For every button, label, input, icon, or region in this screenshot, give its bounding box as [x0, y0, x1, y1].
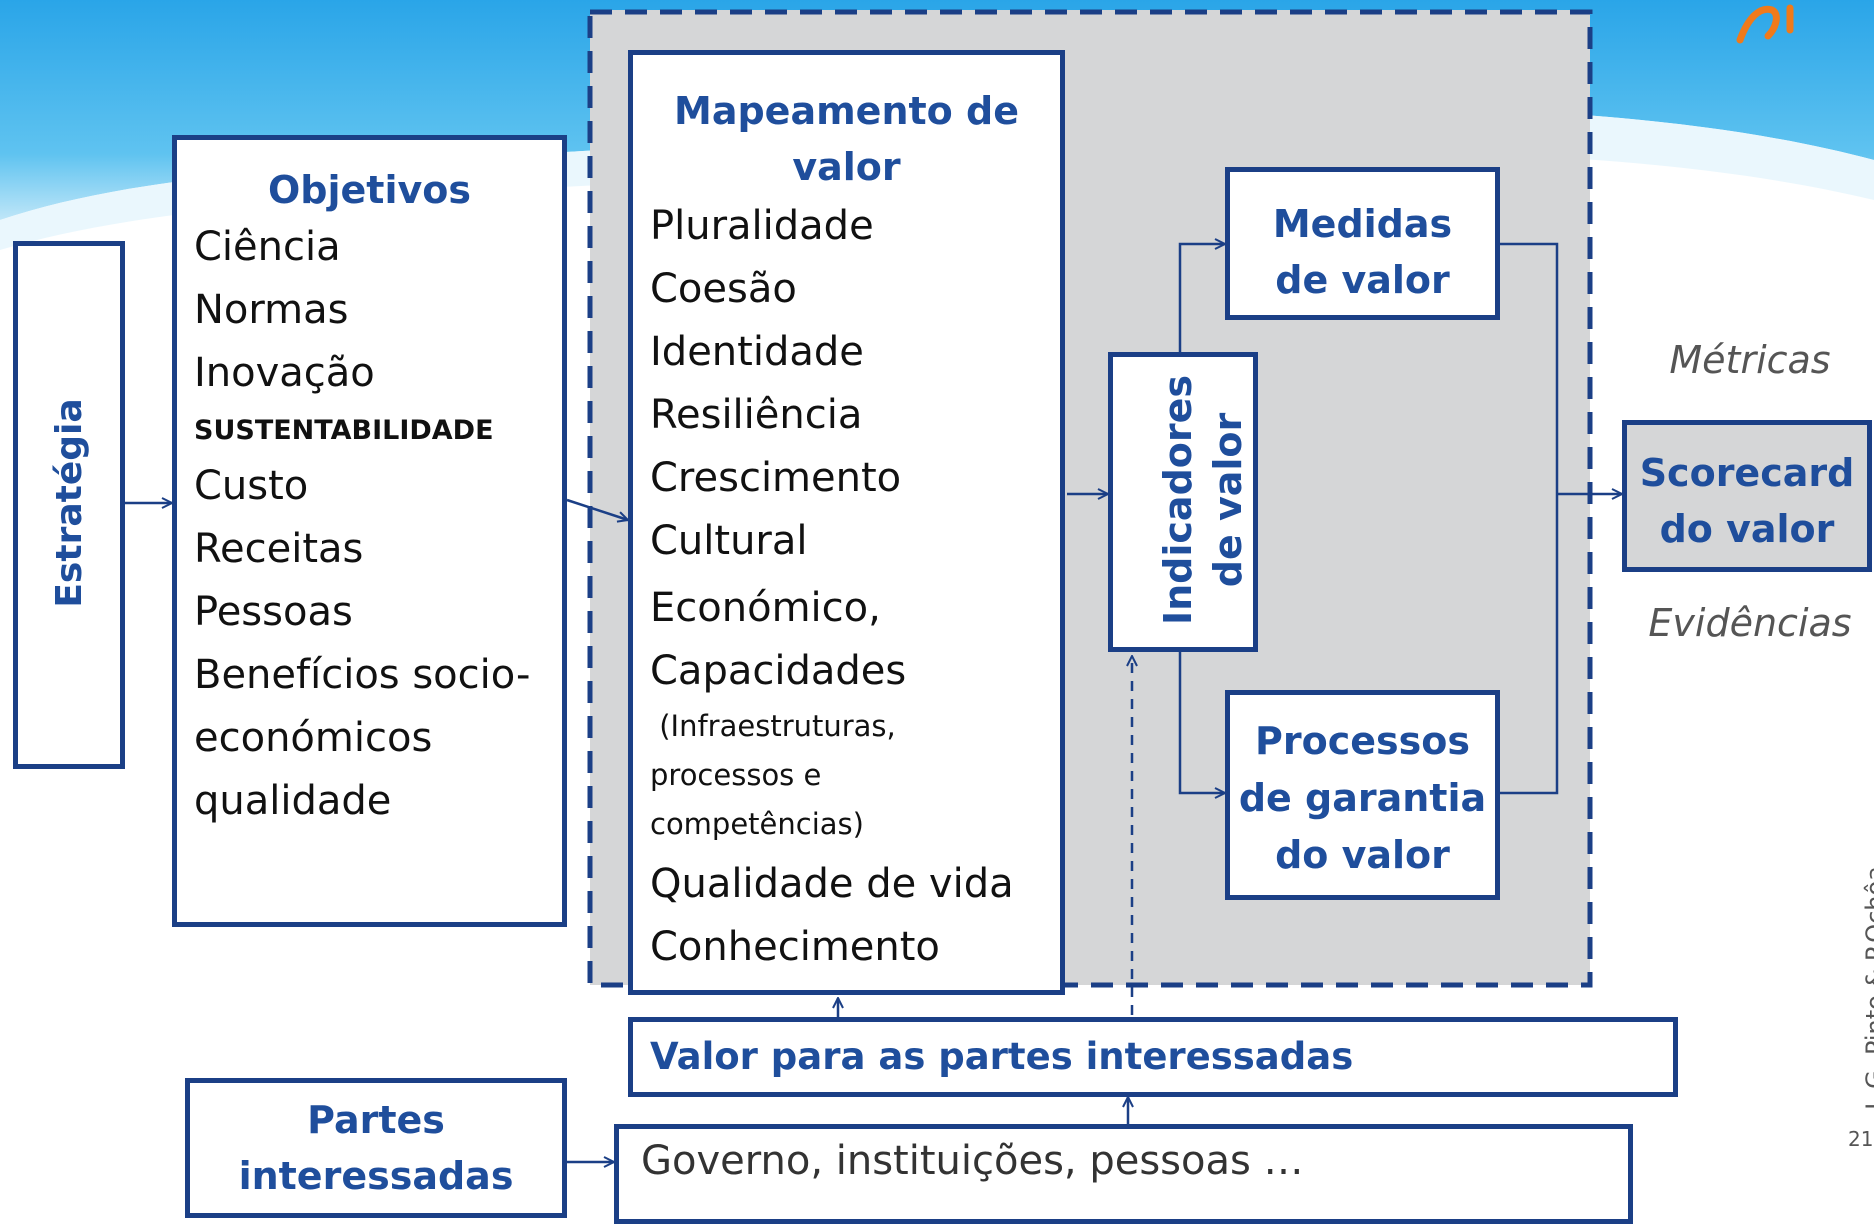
objective-item: económicos	[194, 715, 433, 761]
value-measures-label: de valor	[1275, 258, 1450, 302]
value-mapping-subitem: processos e	[650, 758, 822, 792]
objectives-title: Objetivos	[268, 168, 471, 212]
scorecard-label: Scorecard	[1639, 451, 1855, 495]
objective-item: Custo	[194, 463, 309, 509]
value-mapping-item: Identidade	[650, 329, 864, 375]
indicators-label: de valor	[1206, 412, 1250, 588]
value-mapping-item: Qualidade de vida	[650, 861, 1014, 907]
objective-item: SUSTENTABILIDADE	[194, 415, 494, 446]
value-mapping-item: Cultural	[650, 518, 808, 564]
metrics-label: Métricas	[1669, 338, 1831, 382]
scorecard-box: Scorecard do valor	[1622, 420, 1872, 572]
stakeholders-label: interessadas	[238, 1154, 514, 1198]
value-mapping-subitem: (Infraestruturas,	[650, 709, 896, 743]
objectives-box: Objetivos Ciência Normas Inovação SUSTEN…	[172, 135, 567, 927]
value-mapping-subitem: competências)	[650, 807, 864, 841]
page-number: 21	[1848, 1127, 1874, 1151]
scorecard-label: do valor	[1659, 507, 1835, 551]
objective-item: Inovação	[194, 350, 375, 396]
stakeholder-value-label: Valor para as partes interessadas	[650, 1035, 1354, 1078]
value-mapping-item: Crescimento	[650, 455, 902, 501]
value-mapping-item: Coesão	[650, 266, 797, 312]
stakeholders-label: Partes	[307, 1098, 445, 1142]
value-mapping-item: Capacidades	[650, 648, 907, 694]
objective-item: Normas	[194, 287, 349, 333]
value-mapping-box: Mapeamento de valor Pluralidade Coesão I…	[628, 50, 1065, 995]
value-mapping-title: Mapeamento de	[674, 89, 1019, 133]
stakeholder-list-box: Governo, instituições, pessoas …	[614, 1124, 1633, 1224]
value-mapping-item: Conhecimento	[650, 924, 940, 970]
value-assurance-box: Processos de garantia do valor	[1225, 690, 1500, 900]
strategy-label: Estratégia	[49, 398, 90, 608]
value-measures-label: Medidas	[1272, 202, 1453, 246]
stakeholder-value-box: Valor para as partes interessadas	[628, 1017, 1678, 1097]
value-mapping-item: Pluralidade	[650, 203, 874, 249]
value-assurance-label: Processos	[1255, 719, 1470, 763]
value-mapping-item: Resiliência	[650, 392, 863, 438]
value-mapping-title: valor	[792, 145, 901, 189]
value-measures-box: Medidas de valor	[1225, 167, 1500, 320]
value-assurance-label: do valor	[1275, 833, 1450, 877]
stakeholders-box: Partes interessadas	[185, 1078, 567, 1218]
value-mapping-item: Económico,	[650, 585, 881, 631]
objective-item: Benefícios socio-	[194, 652, 531, 698]
objective-item: Receitas	[194, 526, 364, 572]
strategy-box: Estratégia	[13, 241, 125, 769]
value-assurance-label: de garantia	[1238, 776, 1487, 820]
indicators-box: Indicadores de valor	[1108, 352, 1258, 652]
objective-item: Pessoas	[194, 589, 353, 635]
evidence-label: Evidências	[1648, 601, 1852, 645]
stakeholder-list-label: Governo, instituições, pessoas …	[641, 1138, 1304, 1184]
indicators-label: Indicadores	[1156, 374, 1200, 626]
author-credit: L.G. Pinto & P.Ochôa	[1861, 866, 1874, 1110]
objective-item: qualidade	[194, 778, 392, 824]
objective-item: Ciência	[194, 224, 341, 270]
